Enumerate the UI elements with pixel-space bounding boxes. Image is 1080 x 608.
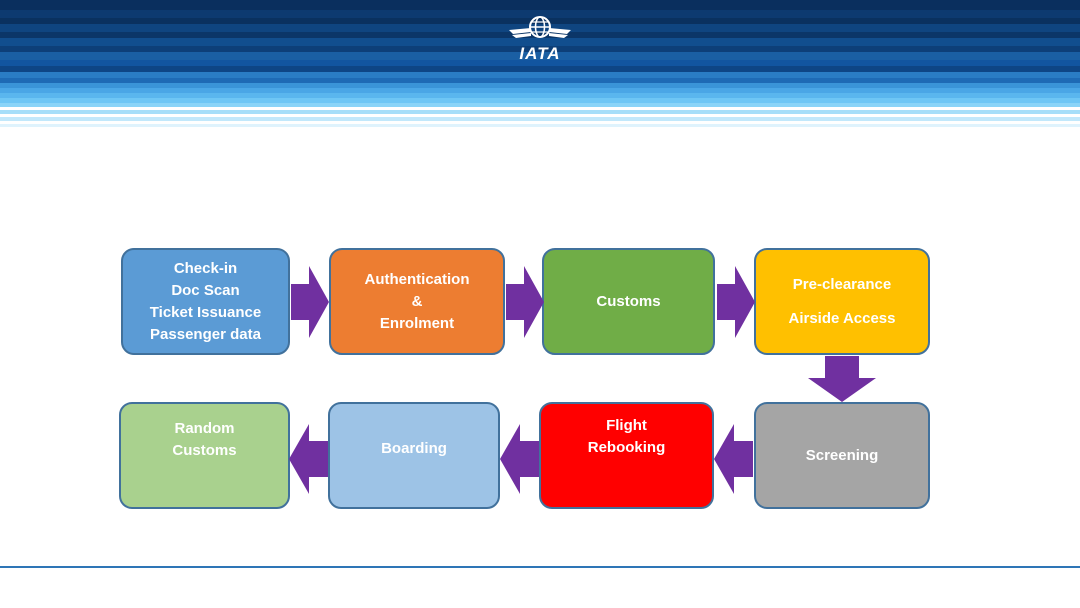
random-customs-line-1: Random <box>174 420 235 437</box>
node-authentication: Authentication & Enrolment <box>329 248 505 355</box>
random-customs-line-2: Customs <box>172 442 237 459</box>
boarding-line-1: Boarding <box>381 440 447 457</box>
screening-line-1: Screening <box>805 446 879 464</box>
node-screening: Screening <box>754 402 930 509</box>
globe-wings-icon <box>509 16 571 38</box>
footer-divider <box>0 566 1080 568</box>
preclearance-line-1: Pre-clearance <box>792 275 892 293</box>
arrow-screening-to-flight-rebooking <box>714 424 753 494</box>
arrow-customs-to-preclearance <box>717 266 755 338</box>
arrow-flight-rebooking-to-boarding <box>500 424 539 494</box>
arrow-boarding-to-random-customs <box>289 424 328 494</box>
logo-text: IATA <box>519 44 561 63</box>
node-checkin: Check-in Doc Scan Ticket Issuance Passen… <box>121 248 290 355</box>
checkin-line-3: Ticket Issuance <box>149 303 262 321</box>
node-flight-rebooking: Flight Rebooking <box>539 402 714 509</box>
checkin-line-2: Doc Scan <box>171 281 240 299</box>
flight-rebooking-line-1: Flight <box>606 417 647 434</box>
iata-logo: IATA <box>505 14 575 64</box>
authentication-line-1: Authentication <box>364 270 470 288</box>
node-boarding: Boarding <box>328 402 500 509</box>
checkin-line-1: Check-in <box>173 259 238 277</box>
checkin-line-4: Passenger data <box>150 325 261 343</box>
arrow-checkin-to-authentication <box>291 266 329 338</box>
node-customs: Customs <box>542 248 715 355</box>
header-banner: IATA <box>0 0 1080 128</box>
customs-line-1: Customs <box>596 292 661 310</box>
preclearance-line-2: Airside Access <box>788 309 896 327</box>
node-preclearance: Pre-clearance Airside Access <box>754 248 930 355</box>
flight-rebooking-line-2: Rebooking <box>587 439 666 456</box>
header-stripes <box>0 0 1080 127</box>
authentication-line-3: Enrolment <box>379 314 455 332</box>
arrow-authentication-to-customs <box>506 266 544 338</box>
arrow-preclearance-to-screening <box>808 356 876 402</box>
authentication-line-2: & <box>411 292 423 310</box>
node-random-customs: Random Customs <box>119 402 290 509</box>
